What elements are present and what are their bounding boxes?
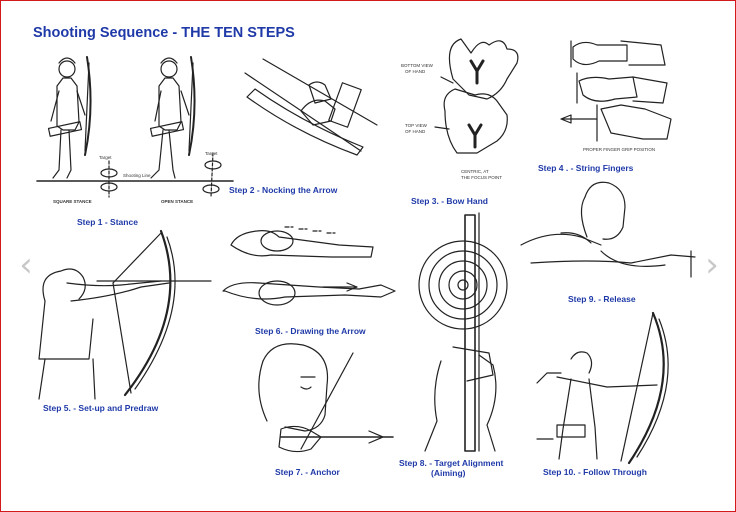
centric-label-1: CENTRIC, AT xyxy=(461,169,489,174)
step-10-caption: Step 10. - Follow Through xyxy=(543,467,647,477)
release-illustration xyxy=(520,181,696,278)
step-3-caption: Step 3. - Bow Hand xyxy=(411,196,488,206)
target-label-2: Target xyxy=(205,151,218,156)
chevron-left-icon[interactable]: ‹ xyxy=(19,245,33,285)
setup-predraw-illustration xyxy=(38,229,212,400)
nocking-illustration xyxy=(244,58,378,156)
anchor-illustration xyxy=(258,343,394,453)
string-fingers-illustration xyxy=(560,40,672,142)
step-2-caption: Step 2 - Nocking the Arrow xyxy=(229,185,338,195)
top-view-label-2: OF HAND xyxy=(405,129,426,134)
follow-through-illustration xyxy=(536,311,669,465)
step-4-caption: Step 4 . - String Fingers xyxy=(538,163,634,173)
square-stance-label: SQUARE STANCE xyxy=(53,199,92,204)
step-8-caption: Step 8. - Target Alignment xyxy=(399,458,504,468)
page-title: Shooting Sequence - THE TEN STEPS xyxy=(33,25,295,41)
centric-label-2: THE FOCUS POINT xyxy=(461,175,503,180)
open-stance-label: OPEN STANCE xyxy=(161,199,194,204)
step-6-caption: Step 6. - Drawing the Arrow xyxy=(255,326,366,336)
shooting-line-label: Shooting Line xyxy=(123,173,151,178)
step-8-caption-aiming: (Aiming) xyxy=(431,468,466,478)
step-7-caption: Step 7. - Anchor xyxy=(275,467,340,477)
target-label: Target xyxy=(99,155,112,160)
step-5-caption: Step 5. - Set-up and Predraw xyxy=(43,403,159,413)
step-9-caption: Step 9. - Release xyxy=(568,294,636,304)
drawing-arrow-illustration xyxy=(222,226,396,306)
chevron-right-icon[interactable]: › xyxy=(705,245,719,285)
step-1-caption: Step 1 - Stance xyxy=(77,217,138,227)
bow-hand-illustration xyxy=(434,38,519,154)
finger-grip-label: PROPER FINGER GRIP POSITION xyxy=(583,147,656,152)
stance-illustration xyxy=(36,56,234,198)
target-alignment-illustration xyxy=(418,212,508,452)
top-view-label-1: TOP VIEW xyxy=(405,123,427,128)
bottom-view-label-2: OF HAND xyxy=(405,69,426,74)
bottom-view-label-1: BOTTOM VIEW xyxy=(401,63,433,68)
